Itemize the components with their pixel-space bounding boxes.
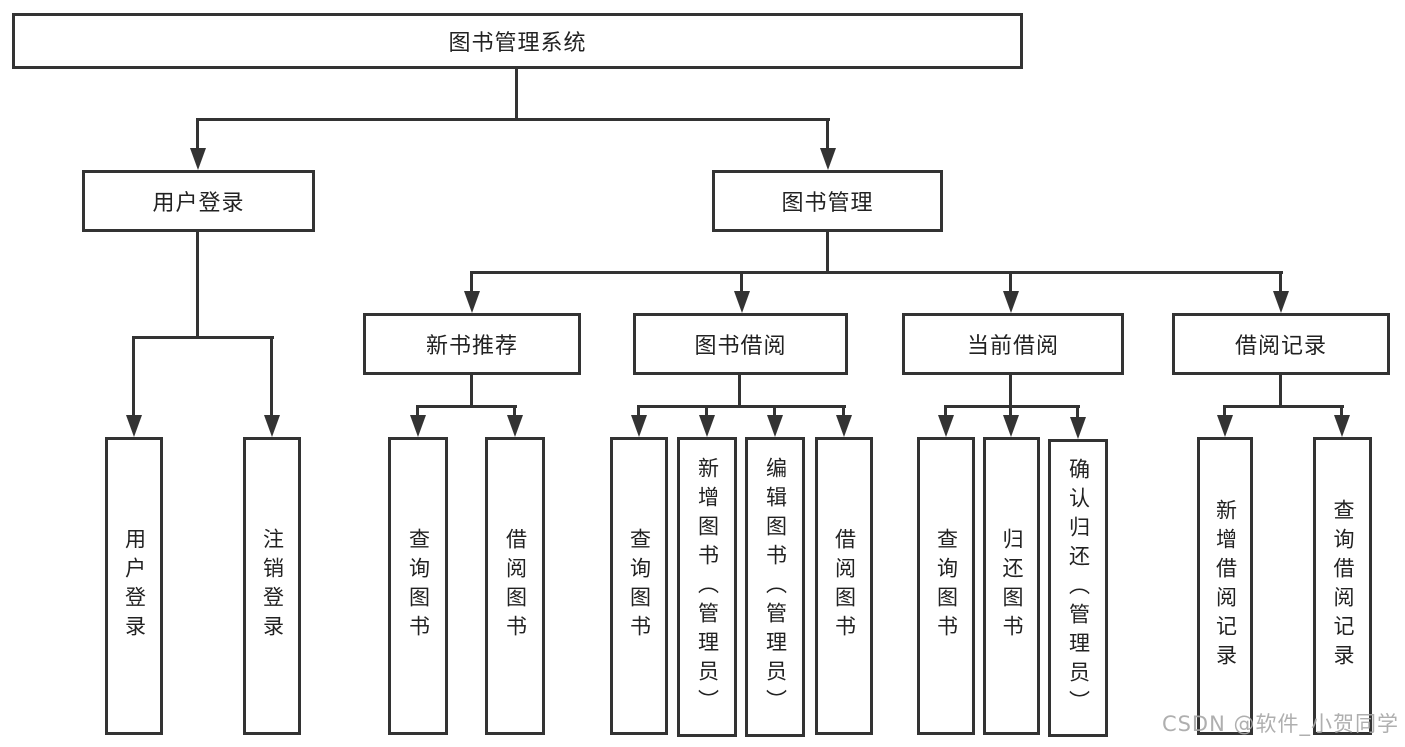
arrow-down-icon	[1003, 415, 1019, 437]
leaf-borrow-books-borrow: 借阅图书	[815, 437, 873, 735]
arrow-down-icon	[1334, 415, 1350, 437]
leaf-label: 确认归还（管理员）	[1066, 457, 1091, 719]
node-label: 图书借阅	[694, 334, 787, 359]
connector-line	[1223, 405, 1344, 408]
connector-line	[637, 405, 640, 419]
connector-line	[1279, 271, 1282, 297]
connector-line	[826, 232, 829, 271]
leaf-query-borrow-record: 查询借阅记录	[1313, 437, 1372, 735]
connector-line	[470, 271, 1283, 274]
arrow-down-icon	[699, 415, 715, 437]
node-current-borrow: 当前借阅	[902, 313, 1124, 375]
arrow-down-icon	[126, 415, 142, 437]
connector-line	[132, 336, 135, 419]
connector-line	[196, 232, 199, 336]
connector-line	[470, 271, 473, 297]
connector-line	[637, 405, 846, 408]
connector-line	[705, 405, 708, 419]
connector-line	[416, 405, 419, 419]
leaf-label: 借阅图书	[503, 528, 528, 644]
leaf-user-login: 用户登录	[105, 437, 163, 735]
connector-line	[470, 375, 473, 405]
arrow-down-icon	[631, 415, 647, 437]
node-label: 新书推荐	[425, 334, 518, 359]
leaf-edit-books-admin: 编辑图书（管理员）	[745, 437, 805, 737]
leaf-label: 编辑图书（管理员）	[763, 456, 788, 718]
leaf-return-books: 归还图书	[983, 437, 1040, 735]
connector-line	[1009, 271, 1012, 297]
leaf-query-books-current: 查询图书	[917, 437, 975, 735]
arrow-down-icon	[190, 148, 206, 170]
connector-line	[1340, 405, 1343, 419]
leaf-label: 用户登录	[122, 528, 147, 644]
arrow-down-icon	[836, 415, 852, 437]
connector-line	[1223, 405, 1226, 419]
connector-line	[738, 375, 741, 405]
arrow-down-icon	[820, 148, 836, 170]
leaf-label: 注销登录	[260, 528, 285, 644]
connector-line	[513, 405, 516, 419]
connector-line	[944, 405, 947, 419]
leaf-query-books-recommend: 查询图书	[388, 437, 448, 735]
node-label: 图书管理	[781, 191, 874, 216]
node-user-login: 用户登录	[82, 170, 315, 232]
connector-line	[1009, 405, 1012, 419]
connector-line	[1279, 375, 1282, 405]
node-borrow-records: 借阅记录	[1172, 313, 1390, 375]
arrow-down-icon	[1217, 415, 1233, 437]
connector-line	[773, 405, 776, 419]
leaf-label: 查询借阅记录	[1331, 499, 1355, 673]
leaf-add-borrow-record: 新增借阅记录	[1197, 437, 1253, 735]
leaf-label: 查询图书	[627, 528, 652, 644]
watermark: CSDN @软件_小贺同学	[1161, 712, 1399, 736]
node-book-management: 图书管理	[712, 170, 943, 232]
arrow-down-icon	[1273, 291, 1289, 313]
leaf-label: 借阅图书	[832, 528, 857, 644]
arrow-down-icon	[1070, 417, 1086, 439]
leaf-add-books-admin: 新增图书（管理员）	[677, 437, 737, 737]
connector-line	[740, 271, 743, 297]
node-label: 借阅记录	[1234, 334, 1327, 359]
connector-line	[826, 118, 829, 152]
connector-line	[1076, 405, 1079, 419]
arrow-down-icon	[1003, 291, 1019, 313]
connector-line	[132, 336, 274, 339]
connector-line	[416, 405, 517, 408]
leaf-borrow-books-recommend: 借阅图书	[485, 437, 545, 735]
connector-line	[270, 336, 273, 419]
leaf-logout: 注销登录	[243, 437, 301, 735]
node-label: 用户登录	[152, 191, 245, 216]
arrow-down-icon	[507, 415, 523, 437]
node-new-book-recommend: 新书推荐	[363, 313, 581, 375]
connector-line	[842, 405, 845, 419]
node-label: 图书管理系统	[448, 31, 587, 56]
leaf-confirm-return-admin: 确认归还（管理员）	[1048, 439, 1108, 737]
connector-line	[196, 118, 199, 152]
connector-line	[196, 118, 830, 121]
arrow-down-icon	[464, 291, 480, 313]
connector-line	[1009, 375, 1012, 405]
leaf-label: 新增图书（管理员）	[695, 456, 720, 718]
connector-line	[944, 405, 1080, 408]
node-book-management-system: 图书管理系统	[12, 13, 1023, 69]
leaf-query-books-borrow: 查询图书	[610, 437, 668, 735]
arrow-down-icon	[767, 415, 783, 437]
arrow-down-icon	[938, 415, 954, 437]
leaf-label: 查询图书	[934, 528, 959, 644]
node-book-borrow: 图书借阅	[633, 313, 848, 375]
node-label: 当前借阅	[966, 334, 1059, 359]
connector-line	[515, 69, 518, 118]
arrow-down-icon	[410, 415, 426, 437]
arrow-down-icon	[734, 291, 750, 313]
leaf-label: 查询图书	[406, 528, 431, 644]
arrow-down-icon	[264, 415, 280, 437]
leaf-label: 新增借阅记录	[1213, 499, 1238, 673]
leaf-label: 归还图书	[1000, 528, 1024, 644]
